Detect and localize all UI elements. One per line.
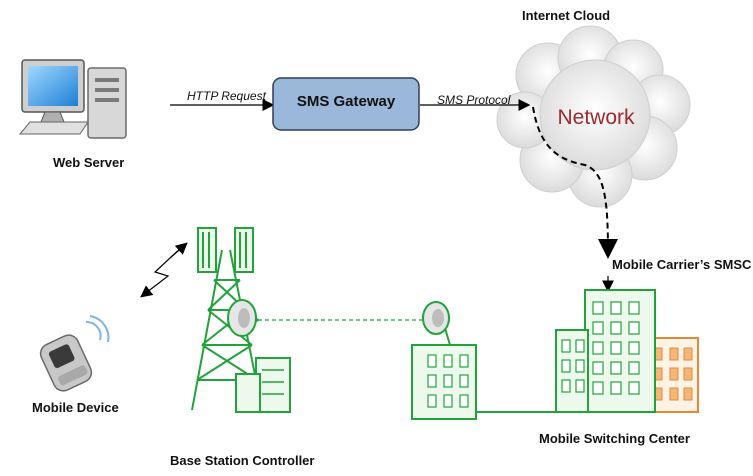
network-label: Network — [557, 106, 635, 129]
cloud-to-smsc-link — [532, 106, 618, 259]
mobile-device-label: Mobile Device — [32, 400, 119, 415]
web-server-icon — [18, 59, 127, 139]
network-cloud: Network — [496, 25, 691, 208]
controller-cabinet-icon — [235, 357, 291, 413]
wireless-link-down — [140, 244, 185, 298]
sms-protocol-label: SMS Protocol — [437, 93, 511, 107]
relay-station-icon — [411, 301, 477, 420]
web-server-label: Web Server — [53, 155, 124, 170]
internet-cloud-title: Internet Cloud — [522, 8, 610, 23]
sms-gateway-box: SMS Gateway — [272, 77, 420, 131]
mobile-device-icon — [39, 315, 110, 392]
bsc-label: Base Station Controller — [170, 453, 314, 468]
smsc-label: Mobile Carrier’s SMSC — [612, 257, 752, 272]
wireless-link-up — [169, 242, 188, 259]
mobile-switching-center-icon — [555, 289, 699, 413]
tower-dish-icon — [227, 299, 257, 337]
msc-label: Mobile Switching Center — [539, 431, 690, 446]
sms-gateway-label: SMS Gateway — [297, 93, 396, 110]
http-request-label: HTTP Request — [187, 89, 267, 103]
